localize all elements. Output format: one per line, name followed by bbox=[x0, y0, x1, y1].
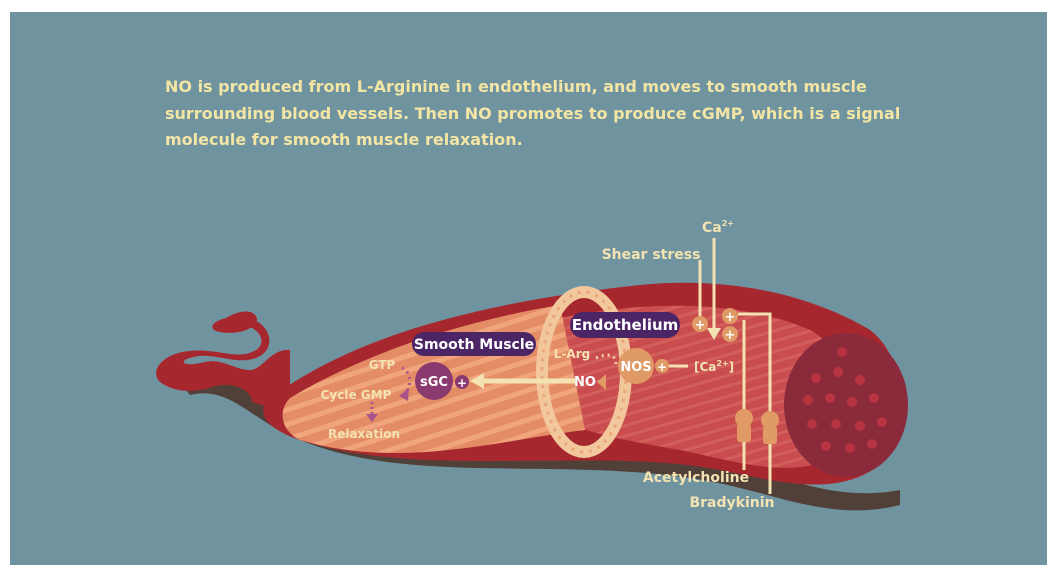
svg-text:+: + bbox=[457, 376, 467, 390]
svg-text:+: + bbox=[725, 328, 736, 343]
vessel-tail-curl bbox=[212, 312, 257, 333]
shear-stress-label: Shear stress bbox=[602, 247, 701, 263]
ca-outside-label: Ca2+ bbox=[702, 219, 734, 236]
ca-inside-label: [Ca2+] bbox=[694, 359, 734, 374]
plus-node-sgc: + bbox=[455, 375, 469, 390]
bradykinin-label: Bradykinin bbox=[689, 495, 774, 511]
svg-text:+: + bbox=[725, 310, 736, 325]
larg-label: L-Arg bbox=[554, 347, 590, 361]
no-label: NO bbox=[574, 375, 596, 390]
svg-text:+: + bbox=[657, 360, 667, 374]
plus-node-nos: + bbox=[655, 359, 669, 374]
nos-label: NOS bbox=[620, 360, 651, 375]
cycle-gmp-label: Cycle GMP bbox=[321, 388, 392, 402]
acetylcholine-label: Acetylcholine bbox=[643, 470, 749, 486]
svg-text:+: + bbox=[695, 318, 706, 333]
sgc-label: sGC bbox=[420, 375, 448, 390]
bradykinin-receptor bbox=[761, 411, 779, 444]
endothelium-label: Endothelium bbox=[572, 316, 679, 334]
gtp-label: GTP bbox=[369, 358, 396, 372]
smooth-muscle-label: Smooth Muscle bbox=[414, 337, 534, 353]
relaxation-label: Relaxation bbox=[328, 427, 400, 441]
acetylcholine-receptor bbox=[735, 409, 753, 442]
